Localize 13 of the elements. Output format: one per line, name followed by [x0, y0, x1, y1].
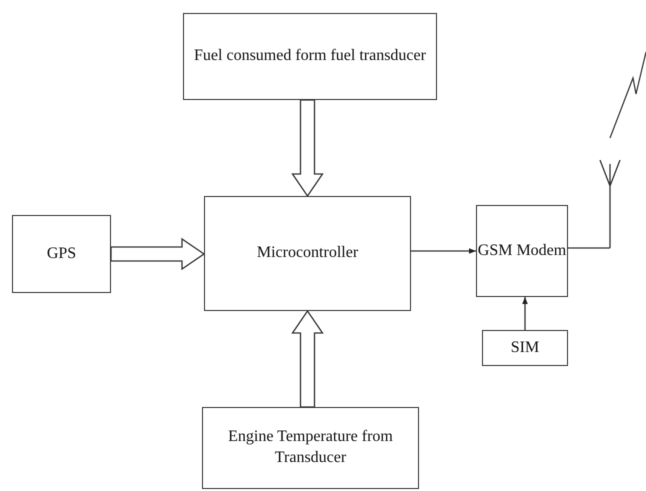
arrow [522, 297, 528, 330]
block-box: Microcontroller [204, 196, 411, 311]
hollow-arrow [110, 238, 206, 270]
block-box: Engine Temperature from Transducer [202, 407, 419, 489]
block-box: SIM [482, 330, 568, 366]
block-box: GSM Modem [476, 205, 568, 297]
antenna-icon [598, 160, 622, 248]
arrow [411, 248, 476, 254]
block-box: Fuel consumed form fuel transducer [183, 13, 437, 100]
hollow-arrow [291, 310, 324, 408]
connector-line [568, 247, 611, 249]
hollow-arrow [291, 99, 324, 198]
block-box: GPS [12, 215, 111, 293]
